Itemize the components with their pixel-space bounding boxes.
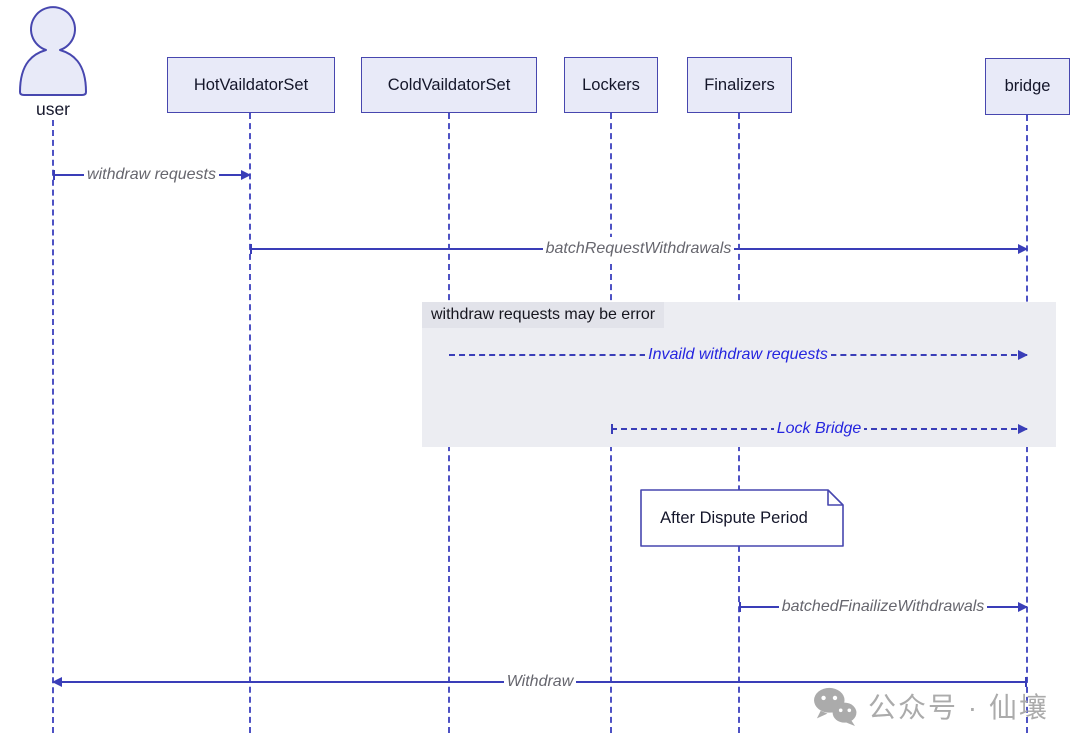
arrow-right-icon (241, 170, 251, 180)
message-label: withdraw requests (84, 163, 219, 187)
actor-box-coldvaildatorset: ColdVaildatorSet (361, 57, 537, 113)
message-withdraw-requests: withdraw requests (53, 163, 251, 187)
actor-box-lockers: Lockers (564, 57, 658, 113)
watermark-text: 公众号 · 仙壤 (868, 692, 1049, 723)
actor-label: ColdVaildatorSet (387, 75, 511, 94)
actor-label: bridge (1004, 77, 1051, 95)
message-start-tick (250, 244, 252, 254)
section-label: withdraw requests may be error (422, 302, 665, 328)
section-withdraw-error: withdraw requests may be error (422, 302, 1056, 447)
person-icon (19, 6, 87, 96)
message-label: batchedFinailizeWithdrawals (778, 595, 988, 619)
note-after-dispute-period: After Dispute Period (640, 489, 844, 547)
arrow-right-icon (1018, 602, 1028, 612)
message-batch-request-withdrawals: batchRequestWithdrawals (250, 237, 1028, 261)
actor-label: Finalizers (704, 75, 775, 94)
actor-user: user (15, 5, 91, 120)
message-start-tick (53, 170, 55, 180)
arrow-right-icon (1018, 350, 1028, 360)
actor-label: Lockers (582, 75, 640, 94)
message-batched-finailize-withdrawals: batchedFinailizeWithdrawals (739, 595, 1028, 619)
message-label: Invaild withdraw requests (645, 343, 831, 367)
message-start-tick (1025, 677, 1027, 687)
message-invaild-withdraw-requests: Invaild withdraw requests (449, 343, 1028, 367)
lifeline-hotvaildatorset (249, 113, 251, 733)
message-label: batchRequestWithdrawals (542, 237, 735, 261)
message-lock-bridge: Lock Bridge (611, 417, 1028, 441)
message-start-tick (611, 424, 613, 434)
actor-box-hotvaildatorset: HotVaildatorSet (167, 57, 335, 113)
message-start-tick (739, 602, 741, 612)
note-shape (640, 489, 844, 547)
message-label: Withdraw (503, 670, 577, 694)
message-label: Lock Bridge (773, 417, 865, 441)
arrow-left-icon (52, 677, 62, 687)
arrow-right-icon (1018, 424, 1028, 434)
watermark: 公众号 · 仙壤 (812, 686, 1049, 726)
wechat-icon (814, 687, 857, 726)
note-label: After Dispute Period (660, 508, 808, 527)
message-withdraw: Withdraw (52, 670, 1027, 694)
arrow-right-icon (1018, 244, 1028, 254)
actor-box-bridge: bridge (985, 58, 1070, 115)
actor-label: user (35, 99, 71, 119)
actor-box-finalizers: Finalizers (687, 57, 792, 113)
actor-label: HotVaildatorSet (193, 75, 309, 94)
lifeline-user (52, 120, 54, 733)
